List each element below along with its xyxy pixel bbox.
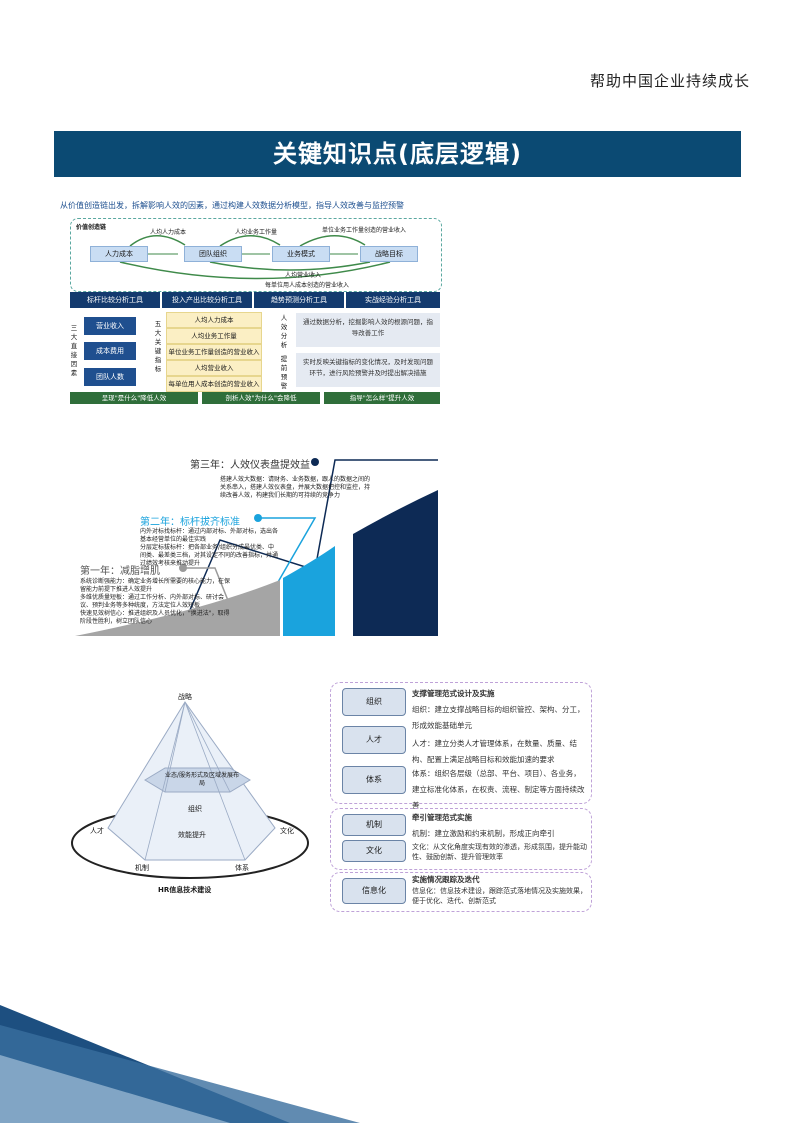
- group-bullet: 组织：建立支撑战略目标的组织管控、架构、分工，形成效能基础单元: [412, 705, 585, 730]
- indicator-box: 人均业务工作量: [166, 328, 262, 344]
- outcome-bar: 剖析人效"为什么"会降低: [202, 392, 320, 404]
- arrow-label: 人均营业收入: [285, 272, 322, 279]
- chain-box: 人力成本: [90, 246, 148, 262]
- support-group-frame: [330, 682, 592, 804]
- chain-box: 团队组织: [184, 246, 242, 262]
- tag-talent: 人才: [342, 726, 406, 754]
- tool-header: 趋势预测分析工具: [254, 292, 344, 308]
- pyramid-right-label: 文化: [280, 827, 294, 835]
- year3-area: [353, 490, 438, 636]
- year2-area: [283, 546, 335, 636]
- group-bullet: 体系：组织各层级（总部、平台、项目）、各业务，建立标准化体系，在权责、流程、制定…: [412, 769, 585, 810]
- pyramid-left-label: 人才: [90, 827, 104, 835]
- pyramid-footer-label: HR信息技术建设: [158, 886, 212, 894]
- chain-box: 业务模式: [272, 246, 330, 262]
- pyramid-graphic: [71, 701, 309, 879]
- group-title: 实施情况跟踪及迭代: [412, 875, 480, 884]
- year2-text: 内外对标找标杆：通过内部对标、外部对标，选出各基本经营单位的最佳实践 分层定标拔…: [140, 528, 279, 567]
- management-paradigm-diagram: 战略 业态/服务形式及区域发展布局 组织 效能提升 人才 文化 机制 体系 HR…: [70, 680, 600, 915]
- year1-area: [75, 580, 280, 636]
- year1-text: 系统诊断强能力：确定业务增长所需要的核心能力，在保留能力前提下推进人效提升 多维…: [80, 578, 231, 625]
- arrow-label: 人均人力成本: [150, 229, 187, 236]
- vertical-label: 三大直接因素: [70, 324, 78, 377]
- vertical-label: 五大关键指标: [154, 320, 162, 373]
- group-bullet: 人才：建立分类人才管理体系，在数量、质量、结构、配置上满足战略目标和效能加速的要…: [412, 739, 577, 764]
- chain-arrows: [119, 235, 391, 280]
- pyramid-bottom-right-label: 体系: [235, 864, 249, 872]
- roadmap-graphic: [75, 458, 438, 636]
- outcome-bar: 呈现"是什么"降低人效: [70, 392, 198, 404]
- three-year-roadmap: 第三年：人效仪表盘提效益 搭建人效大数据：请财务、业务数据，跟人的数据之间的关系…: [75, 450, 445, 640]
- indicator-box: 人均人力成本: [166, 312, 262, 328]
- traction-group-frame: [330, 808, 592, 870]
- year3-marker: [311, 458, 319, 466]
- factor-box: 成本费用: [84, 342, 136, 360]
- arrow-label: 人均业务工作量: [235, 229, 278, 236]
- diagram-intro: 从价值创造链出发，拆解影响人效的因素，通过构建人效数据分析模型，指导人效改善与监…: [60, 201, 404, 210]
- vertical-label: 提前预警: [280, 355, 288, 390]
- tag-culture: 文化: [342, 840, 406, 862]
- tracking-group-frame: [330, 872, 592, 912]
- group-title: 牵引管理范式实施: [412, 813, 472, 822]
- pyramid-band-label: 业态/服务形式及区域发展布局: [164, 772, 240, 787]
- analysis-text: 通过数据分析，挖掘影响人效的根源问题，指导改善工作: [296, 313, 440, 347]
- factor-box: 团队人数: [84, 368, 136, 386]
- year2-leader: [258, 517, 317, 609]
- group-bullet: 信息化：信息技术建设，跟踪范式落地情况及实施效果，便于优化、迭代、创新范式: [412, 887, 587, 905]
- arrow-label: 每单位用人成本创造的营业收入: [265, 282, 350, 289]
- tag-system: 体系: [342, 766, 406, 794]
- section-banner: 关键知识点(底层逻辑): [54, 131, 741, 177]
- company-slogan: 帮助中国企业持续成长: [589, 72, 750, 90]
- tag-org: 组织: [342, 688, 406, 716]
- indicator-box: 每单位用人成本创造的营业收入: [166, 376, 262, 392]
- year1-title: 第一年：减脂增肌: [80, 566, 160, 577]
- group-title: 支撑管理范式设计及实施: [412, 689, 495, 698]
- efficiency-analysis-diagram: 从价值创造链出发，拆解影响人效的因素，通过构建人效数据分析模型，指导人效改善与监…: [60, 200, 450, 410]
- indicator-box: 单位业务工作量创造的营业收入: [166, 344, 262, 360]
- value-chain-label: 价值创造链: [76, 224, 107, 231]
- year3-text: 搭建人效大数据：请财务、业务数据，跟人的数据之间的关系串入，搭建人效仪表盘，并展…: [220, 476, 371, 499]
- tag-mechanism: 机制: [342, 814, 406, 836]
- year1-marker: [179, 564, 187, 572]
- pyramid-middle-label: 组织: [188, 805, 202, 813]
- tool-header: 标杆比较分析工具: [70, 292, 160, 308]
- chain-box: 战略目标: [360, 246, 418, 262]
- pyramid-bottom-left-label: 机制: [135, 864, 149, 872]
- warning-text: 实时反映关键指标的变化情况，及时发现问题环节，进行风险预警并及时提出解决措施: [296, 353, 440, 387]
- tool-header: 投入产出比较分析工具: [162, 292, 252, 308]
- indicator-box: 人均营业收入: [166, 360, 262, 376]
- tag-informatization: 信息化: [342, 878, 406, 904]
- year2-title: 第二年：标杆拔齐标准: [140, 517, 240, 528]
- group-bullet: 机制：建立激励和约束机制，形成正向牵引: [412, 829, 555, 838]
- corner-decoration: [0, 1005, 360, 1123]
- value-chain-frame: [70, 218, 442, 292]
- group-bullet: 文化：从文化角度实现有效的渗透，形成氛围，提升能动性、鼓励创新、提升管理效率: [412, 843, 587, 861]
- vertical-label: 人效分析: [280, 314, 288, 349]
- year3-title: 第三年：人效仪表盘提效益: [190, 460, 310, 471]
- pyramid-base-label: 效能提升: [178, 831, 206, 839]
- arrow-label: 单位业务工作量创造的营业收入: [322, 227, 407, 234]
- tool-header: 实战经验分析工具: [346, 292, 440, 308]
- factor-box: 营业收入: [84, 317, 136, 335]
- pyramid-top-label: 战略: [178, 693, 192, 701]
- outcome-bar: 指导"怎么样"提升人效: [324, 392, 440, 404]
- year2-marker: [254, 514, 262, 522]
